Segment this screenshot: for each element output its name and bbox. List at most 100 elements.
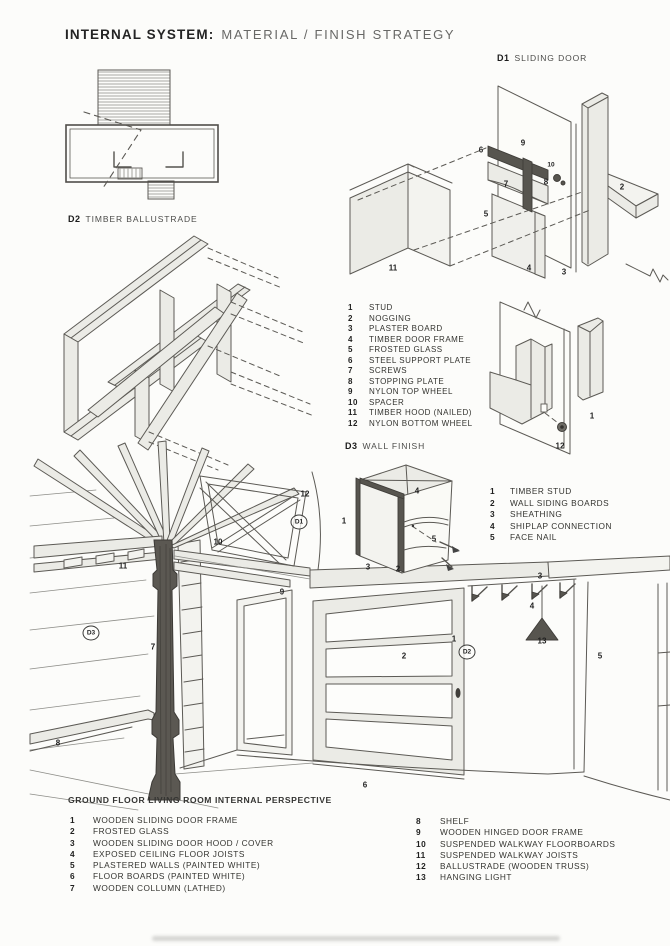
legend-item-label: SUSPENDED WALKWAY JOISTS [440,849,579,860]
legend-item: 2 WALL SIDING BOARDS [490,498,612,510]
d3-label-id: D3 [345,441,358,451]
callout-p-12: 12 [300,489,310,499]
legend-item: 13 HANGING LIGHT [416,872,615,883]
legend-item: 7 WOODEN COLLUMN (LATHED) [70,883,274,894]
legend-item-label: SHIPLAP CONNECTION [510,520,612,531]
page-title-sub: MATERIAL / FINISH STRATEGY [221,27,456,42]
legend-item-label: WOODEN HINGED DOOR FRAME [440,827,584,838]
legend-item-label: BALLUSTRADE (WOODEN TRUSS) [440,861,590,872]
perspective-legend-right: 8 SHELF 9 WOODEN HINGED DOOR FRAME 10 SU… [416,816,615,884]
legend-item-number: 11 [416,849,426,860]
callout-d3-1: 1 [341,516,347,526]
legend-item-label: FACE NAIL [510,532,557,543]
legend-item-number: 2 [490,497,496,508]
callout-d3-2: 2 [395,564,401,574]
d3-legend: 1 TIMBER STUD 2 WALL SIDING BOARDS 3 SHE… [490,486,612,544]
legend-item-number: 3 [70,837,76,848]
legend-item-number: 7 [348,366,353,375]
legend-item: 1 STUD [348,303,473,314]
callout-p-4: 4 [529,601,535,611]
callout-p-D3: D3 [82,625,100,641]
legend-item-label: TIMBER HOOD (NAILED) [369,408,472,417]
legend-item-label: NYLON TOP WHEEL [369,387,453,396]
callout-p-1: 1 [451,634,457,644]
callout-d1-10: 10 [547,161,555,169]
legend-item: 3 PLASTER BOARD [348,324,473,335]
legend-item-number: 8 [416,816,422,826]
legend-item-number: 1 [490,486,496,496]
floor-plan-drawing [65,69,219,200]
legend-item: 9 WOODEN HINGED DOOR FRAME [416,827,615,838]
callout-p-11: 11 [118,561,128,571]
legend-item: 5 PLASTERED WALLS (PAINTED WHITE) [70,860,274,871]
legend-item-label: WOODEN SLIDING DOOR FRAME [93,815,238,825]
legend-item-number: 3 [348,324,353,333]
d1-legend: 1 STUD 2 NOGGING 3 PLASTER BOARD 4 TIMBE… [348,303,473,429]
legend-item: 6 FLOOR BOARDS (PAINTED WHITE) [70,871,274,882]
callout-p-10: 10 [213,537,223,547]
callout-d1-6: 6 [478,145,484,155]
callout-d1-1: 1 [589,411,595,421]
legend-item: 10 SUSPENDED WALKWAY FLOORBOARDS [416,839,615,850]
d2-label-id: D2 [68,214,81,224]
legend-item-number: 12 [416,861,427,872]
d2-label-title: TIMBER BALLUSTRADE [85,214,198,224]
legend-item: 2 NOGGING [348,314,473,325]
legend-item-number: 9 [348,387,353,396]
legend-item-label: STOPPING PLATE [369,376,445,386]
legend-item-label: HANGING LIGHT [440,872,512,883]
legend-item: 4 TIMBER DOOR FRAME [348,335,473,346]
callout-p-5: 5 [597,651,603,661]
timber-ballustrade-drawing [63,235,315,471]
wall-finish-drawing [355,464,460,574]
legend-item-label: WOODEN SLIDING DOOR HOOD / COVER [93,837,274,848]
d1-label-title: SLIDING DOOR [514,53,588,63]
legend-item-label: FROSTED GLASS [369,345,443,354]
legend-item-label: FROSTED GLASS [93,826,170,837]
callout-p-2: 2 [401,651,407,661]
legend-item-label: STEEL SUPPORT PLATE [369,355,472,365]
callout-p-6: 6 [362,780,368,790]
legend-item-label: PLASTERED WALLS (PAINTED WHITE) [93,860,261,871]
d1-label-id: D1 [497,53,510,63]
d3-label: D3 WALL FINISH [345,441,425,451]
legend-item: 12 BALLUSTRADE (WOODEN TRUSS) [416,861,615,872]
callout-d3-3: 3 [365,562,371,572]
d2-label: D2 TIMBER BALLUSTRADE [68,214,198,224]
callout-p-8: 8 [55,738,61,748]
callout-d1-3: 3 [561,267,567,277]
callout-d1-9: 9 [520,138,526,148]
perspective-drawing [29,440,670,811]
legend-item: 11 SUSPENDED WALKWAY JOISTS [416,850,615,861]
legend-item-label: NOGGING [369,313,412,323]
legend-item: 5 FACE NAIL [490,532,612,544]
legend-item-label: STUD [369,303,393,312]
legend-item-label: FLOOR BOARDS (PAINTED WHITE) [93,871,246,882]
legend-item: 11 TIMBER HOOD (NAILED) [348,408,473,419]
legend-item: 3 SHEATHING [490,509,612,521]
legend-item: 7 SCREWS [348,366,473,377]
legend-item-number: 7 [70,882,76,893]
legend-item: 12 NYLON BOTTOM WHEEL [348,419,473,430]
scan-smudge [152,936,560,941]
legend-item: 5 FROSTED GLASS [348,345,473,356]
legend-item-number: 3 [490,509,496,520]
perspective-caption: GROUND FLOOR LIVING ROOM INTERNAL PERSPE… [68,795,332,805]
perspective-legend-left: 1 WOODEN SLIDING DOOR FRAME 2 FROSTED GL… [70,815,274,894]
legend-item-number: 6 [348,355,353,365]
callout-d1-11: 11 [388,263,398,273]
legend-item-number: 5 [70,860,76,871]
legend-item-label: SCREWS [369,366,408,375]
callout-p-7: 7 [150,642,156,652]
legend-item-label: SHELF [440,816,470,826]
callout-d3-4: 4 [414,486,420,496]
legend-item: 4 EXPOSED CEILING FLOOR JOISTS [70,849,274,860]
callout-p-D2: D2 [458,644,476,660]
legend-item: 1 TIMBER STUD [490,486,612,498]
callout-d1-2: 2 [619,182,625,192]
callout-p-D1: D1 [290,514,308,530]
legend-item-number: 4 [70,848,76,859]
d1-label: D1 SLIDING DOOR [497,53,587,63]
legend-item-number: 8 [348,376,353,386]
